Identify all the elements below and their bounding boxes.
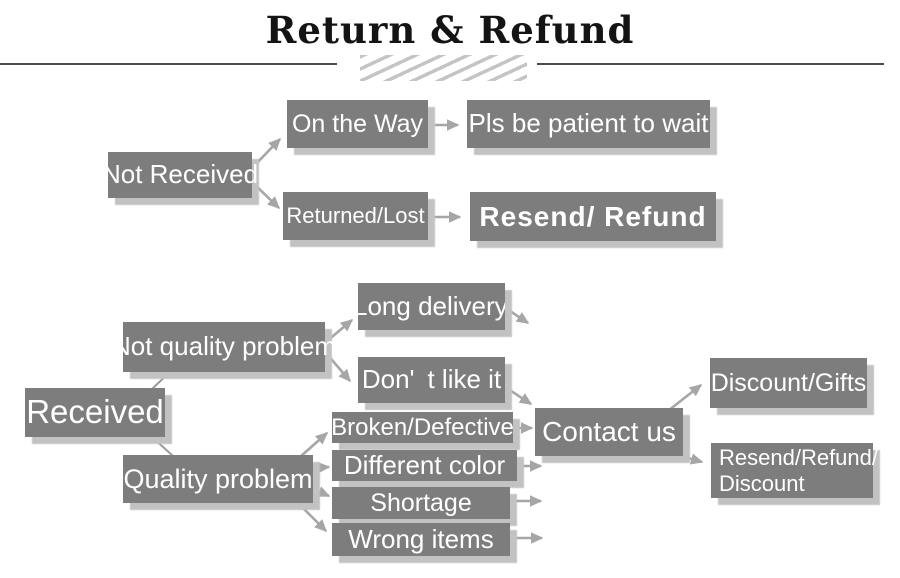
node-label: Different color (343, 449, 506, 480)
node-label: Pls be patient to wait (468, 108, 709, 139)
node-label: Contact us (542, 416, 676, 448)
page-title: Return & Refund (265, 8, 635, 52)
node-shortage: Shortage (332, 487, 510, 519)
node-not-quality-problem: Not quality problem (112, 322, 336, 372)
node-label: Not quality problem (112, 331, 336, 362)
arrow-quality-broken (299, 432, 329, 458)
node-different-color: Different color (332, 450, 517, 481)
node-label: Received (26, 393, 164, 431)
node-label: Long delivery (358, 290, 505, 321)
hatch-decoration-icon (360, 55, 527, 81)
node-label: Shortage (370, 488, 472, 517)
arrow-longdelivery-out (506, 307, 530, 325)
connector-received-quality (151, 436, 174, 457)
node-contact-us: Contact us (535, 408, 683, 456)
title-divider-left (0, 63, 337, 65)
node-label: On the Way (291, 109, 424, 138)
node-label: Broken/Defective (331, 413, 514, 441)
connector-received-notquality (151, 370, 172, 390)
arrow-quality-wrongitems (297, 502, 328, 533)
title-divider-right (537, 63, 884, 65)
arrow-quality-diffcolor (312, 461, 331, 474)
node-returned-lost: Returned/Lost (283, 192, 428, 240)
node-dont-like-it: Don' t like it (358, 357, 505, 403)
node-received: Received (25, 388, 165, 437)
arrow-dontlikeit-contactus (507, 387, 533, 406)
node-label: Not Received (101, 159, 259, 190)
node-label: Discount/Gifts (710, 368, 867, 397)
node-quality-problem: Quality problem (123, 455, 313, 503)
node-wrong-items: Wrong items (332, 523, 510, 556)
node-discount-gifts: Discount/Gifts (710, 358, 867, 408)
node-not-received: Not Received (102, 152, 258, 198)
node-label: Resend/ Refund (479, 200, 707, 232)
node-label-line2: Discount (719, 470, 805, 496)
node-label: Quality problem (123, 463, 313, 494)
node-resend-refund-discount: Resend/Refund/ Discount (711, 443, 878, 498)
node-pls-be-patient: Pls be patient to wait (467, 100, 710, 148)
node-resend-refund: Resend/ Refund (470, 192, 716, 241)
node-long-delivery: Long delivery (358, 283, 505, 330)
node-broken-defective: Broken/Defective (331, 412, 514, 443)
node-label: Wrong items (348, 523, 494, 554)
node-label-line1: Resend/Refund/ (719, 445, 878, 471)
node-on-the-way: On the Way (287, 100, 428, 148)
node-label: Don' t like it (361, 364, 502, 395)
arrow-quality-shortage (312, 486, 331, 498)
node-label: Returned/Lost (286, 203, 425, 229)
